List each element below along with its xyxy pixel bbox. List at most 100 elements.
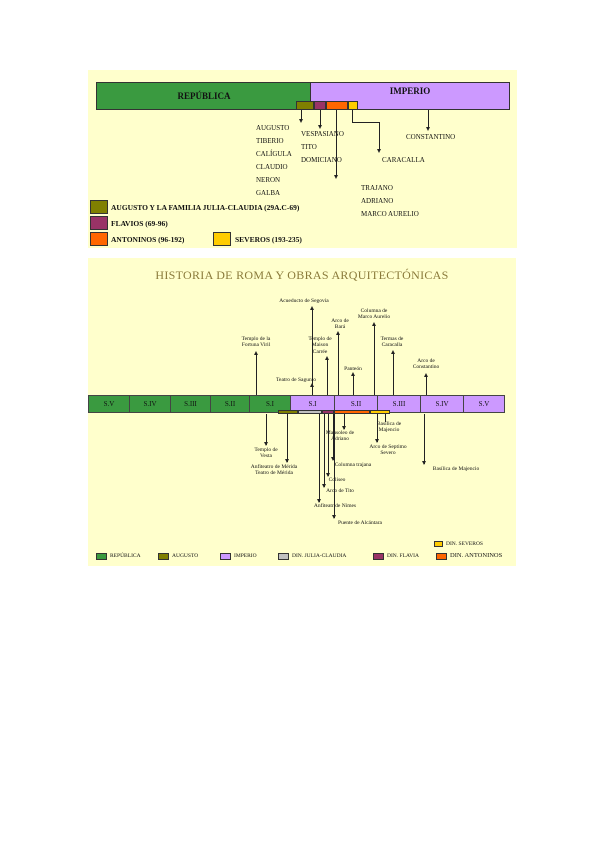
augusto-strip <box>278 410 298 414</box>
constantino-label: CONSTANTINO <box>406 133 456 141</box>
legend-label-republica: REPÚBLICA <box>110 553 141 559</box>
arrow-head <box>332 515 336 519</box>
arrow-head <box>318 125 322 129</box>
century-label: S.IV <box>435 400 449 408</box>
label-arco-bara: Arco de Bará <box>331 318 349 331</box>
arrow-line <box>327 359 328 395</box>
arrow-head <box>264 442 268 446</box>
label-columna-trajana: Columna trajana <box>334 462 372 468</box>
century-cell-republica: S.II <box>210 395 250 413</box>
emperor-name: CLAUDIO <box>256 163 288 171</box>
arrow-head <box>310 306 314 310</box>
legend-label-imperio: IMPERIO <box>234 553 257 559</box>
arrow-line <box>333 414 334 460</box>
arrow-line <box>287 414 288 462</box>
century-cell-republica: S.I <box>249 395 291 413</box>
century-label: S.II <box>350 400 362 408</box>
arrow-head <box>310 383 314 387</box>
legend-swatch-julia <box>278 553 289 560</box>
emperor-name: DOMICIANO <box>301 156 342 164</box>
arrow-line <box>266 414 267 445</box>
label-arco-constantino: Arco de Constantino <box>412 358 440 371</box>
label-panteon: Panteón <box>344 366 362 372</box>
arrow-line <box>256 354 257 395</box>
arrow-head <box>426 127 430 131</box>
label-mausoleo: Mausoleo de Adriano <box>325 430 355 443</box>
emperors-flavios-group: VESPASIANO TITO DOMICIANO <box>301 128 344 167</box>
century-label: S.V <box>478 400 490 408</box>
emperor-name: CALÍGULA <box>256 150 292 158</box>
legend-label-flavios: FLAVIOS (69-96) <box>111 219 168 228</box>
arrow-line <box>338 334 339 395</box>
arrow-line <box>324 414 325 487</box>
connector-line <box>428 110 429 128</box>
flavios-segment <box>314 101 326 110</box>
flavia-strip <box>322 410 334 414</box>
arrow-head <box>342 426 346 430</box>
severos-segment <box>348 101 358 110</box>
arrow-head <box>325 356 329 360</box>
century-label: S.I <box>308 400 317 408</box>
connector-line <box>320 110 321 126</box>
label-columna-marco: Columna de Marco Aurelio <box>357 308 391 321</box>
connector-line <box>352 110 353 122</box>
arrow-head <box>372 322 376 326</box>
arrow-head <box>317 499 321 503</box>
emperors-antoninos-group: TRAJANO ADRIANO MARCO AURELIO <box>361 182 419 221</box>
label-basilica-a: Basílica de Majencio <box>376 421 402 434</box>
legend-swatch-republica <box>96 553 107 560</box>
label-templo-maison: Templo de Maison Carrée <box>308 336 332 355</box>
legend-label-severos: SEVEROS (193-235) <box>235 235 302 244</box>
arrow-head <box>391 350 395 354</box>
century-cell-republica: S.V <box>88 395 130 413</box>
century-label: S.V <box>103 400 115 408</box>
dynasties-panel: REPÚBLICA IMPERIO AUGUSTO TIBERIO CALÍGU… <box>88 70 517 248</box>
label-anfiteatro-nimes: Anfiteatr de Nimes <box>313 503 357 509</box>
arrow-line <box>374 325 375 395</box>
architecture-timeline-panel: HISTORIA DE ROMA Y OBRAS ARQUITECTÓNICAS… <box>88 258 516 566</box>
emperor-name: ADRIANO <box>361 197 394 205</box>
emperor-name: GALBA <box>256 189 281 197</box>
legend-label-antoninos: ANTONINOS (96-192) <box>111 235 185 244</box>
arrow-head <box>336 331 340 335</box>
label-basilica-b: Basílica de Majencio <box>432 466 480 472</box>
legend-label-augusto: AUGUSTO <box>172 553 199 559</box>
century-label: S.I <box>266 400 274 408</box>
legend-swatch-imperio <box>220 553 231 560</box>
legend-swatch-flavios <box>90 216 108 230</box>
label-arco-tito: Arco de Tito <box>326 488 354 494</box>
label-templo-fortuna: Templo de la Fortuna Viril <box>241 336 271 349</box>
arrow-line <box>426 376 427 395</box>
label-puente: Puente de Alcántara <box>338 520 382 526</box>
emperor-name: NERON <box>256 176 281 184</box>
arrow-line <box>334 414 335 518</box>
arrow-line <box>353 375 354 395</box>
legend-label-augusto: AUGUSTO Y LA FAMILIA JULIA-CLAUDIA (29A.… <box>111 203 300 212</box>
imperio-label: IMPERIO <box>389 86 431 96</box>
arrow-line <box>328 414 329 476</box>
julia-claudia-strip <box>298 410 322 414</box>
severos-strip <box>370 410 390 414</box>
legend-swatch-antoninos <box>90 232 108 246</box>
arrow-head <box>334 175 338 179</box>
arrow-line <box>424 414 425 464</box>
timeline-title: HISTORIA DE ROMA Y OBRAS ARQUITECTÓNICAS <box>155 268 449 282</box>
emperors-augusto-group: AUGUSTO TIBERIO CALÍGULA CLAUDIO NERON G… <box>256 122 292 200</box>
antoninos-segment <box>326 101 348 110</box>
century-cell-imperio: S.IV <box>420 395 464 413</box>
arrow-head <box>331 457 335 461</box>
republica-bar: REPÚBLICA <box>96 82 312 110</box>
emperor-name: VESPASIANO <box>301 130 344 138</box>
century-cell-republica: S.IV <box>129 395 171 413</box>
century-label: S.III <box>184 400 197 408</box>
emperor-name: TRAJANO <box>361 184 393 192</box>
legend-label-flavia: DIN. FLAVIA <box>387 553 419 559</box>
arrow-head <box>351 372 355 376</box>
arrow-head <box>322 484 326 488</box>
connector-line <box>352 122 380 123</box>
emperor-name: TIBERIO <box>256 137 284 145</box>
emperor-name: AUGUSTO <box>256 124 290 132</box>
arrow-line <box>377 414 378 442</box>
century-cell-republica: S.III <box>170 395 211 413</box>
century-label: S.IV <box>143 400 157 408</box>
